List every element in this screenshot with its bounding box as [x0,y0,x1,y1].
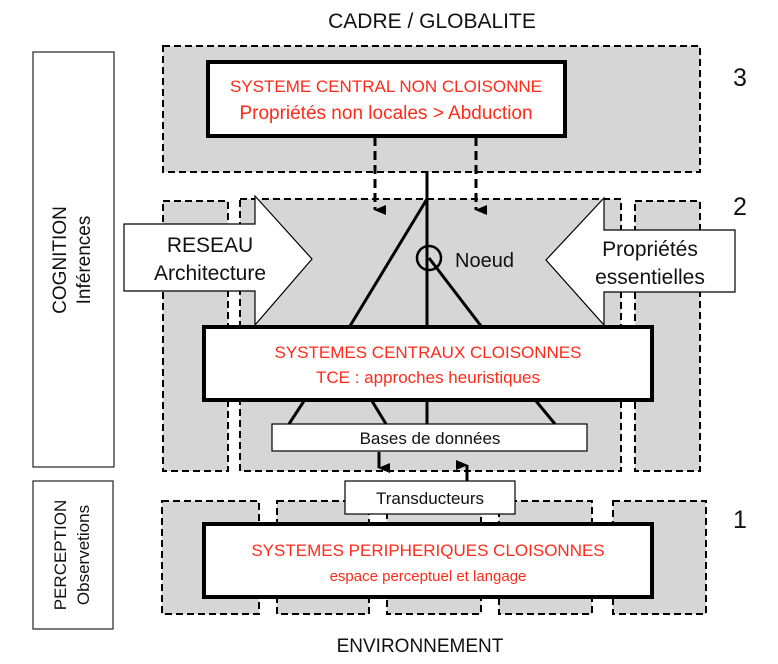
observations-label: Observetions [74,505,93,605]
cognition-panel: COGNITION Inférences [32,51,115,468]
inferences-label: Inférences [74,216,95,305]
system-subtitle: espace perceptuel et langage [330,568,527,585]
system-subtitle: Propriétés non locales > Abduction [239,103,532,124]
essential-properties-arrow: Propriétés essentielles [545,196,736,327]
central-partitioned-systems: SYSTEMES CENTRAUX CLOISONNES TCE : appro… [202,325,654,402]
system-title: SYSTEME CENTRAL NON CLOISONNE [230,77,542,96]
perception-label: PERCEPTION [51,500,70,611]
level-1-number: 1 [733,506,747,534]
system-title: SYSTEMES CENTRAUX CLOISONNES [274,343,581,362]
node-label: Noeud [455,250,514,272]
peripheral-partitioned-systems: SYSTEMES PERIPHERIQUES CLOISONNES espace… [202,522,654,599]
system-title: SYSTEMES PERIPHERIQUES CLOISONNES [251,541,604,560]
central-non-partitioned-system: SYSTEME CENTRAL NON CLOISONNE Propriétés… [206,60,567,138]
network-architecture-arrow: RESEAU Architecture [123,194,313,327]
node-circle-icon [415,244,443,272]
transducers-box: Transducteurs [344,480,516,515]
transducers-label: Transducteurs [376,489,484,508]
architecture-label: Architecture [154,262,266,285]
databases-label: Bases de données [360,429,501,448]
properties-label: Propriétés [602,238,698,261]
databases-box: Bases de données [271,423,588,452]
network-label: RESEAU [167,234,253,257]
level-3-number: 3 [733,64,747,92]
title-top: CADRE / GLOBALITE [328,10,536,33]
title-bottom: ENVIRONNEMENT [337,636,504,657]
perception-panel: PERCEPTION Observetions [32,480,114,630]
level-2-number: 2 [733,193,747,221]
system-subtitle: TCE : approches heuristiques [316,368,540,387]
cognition-label: COGNITION [50,206,71,314]
essential-label: essentielles [595,266,705,289]
